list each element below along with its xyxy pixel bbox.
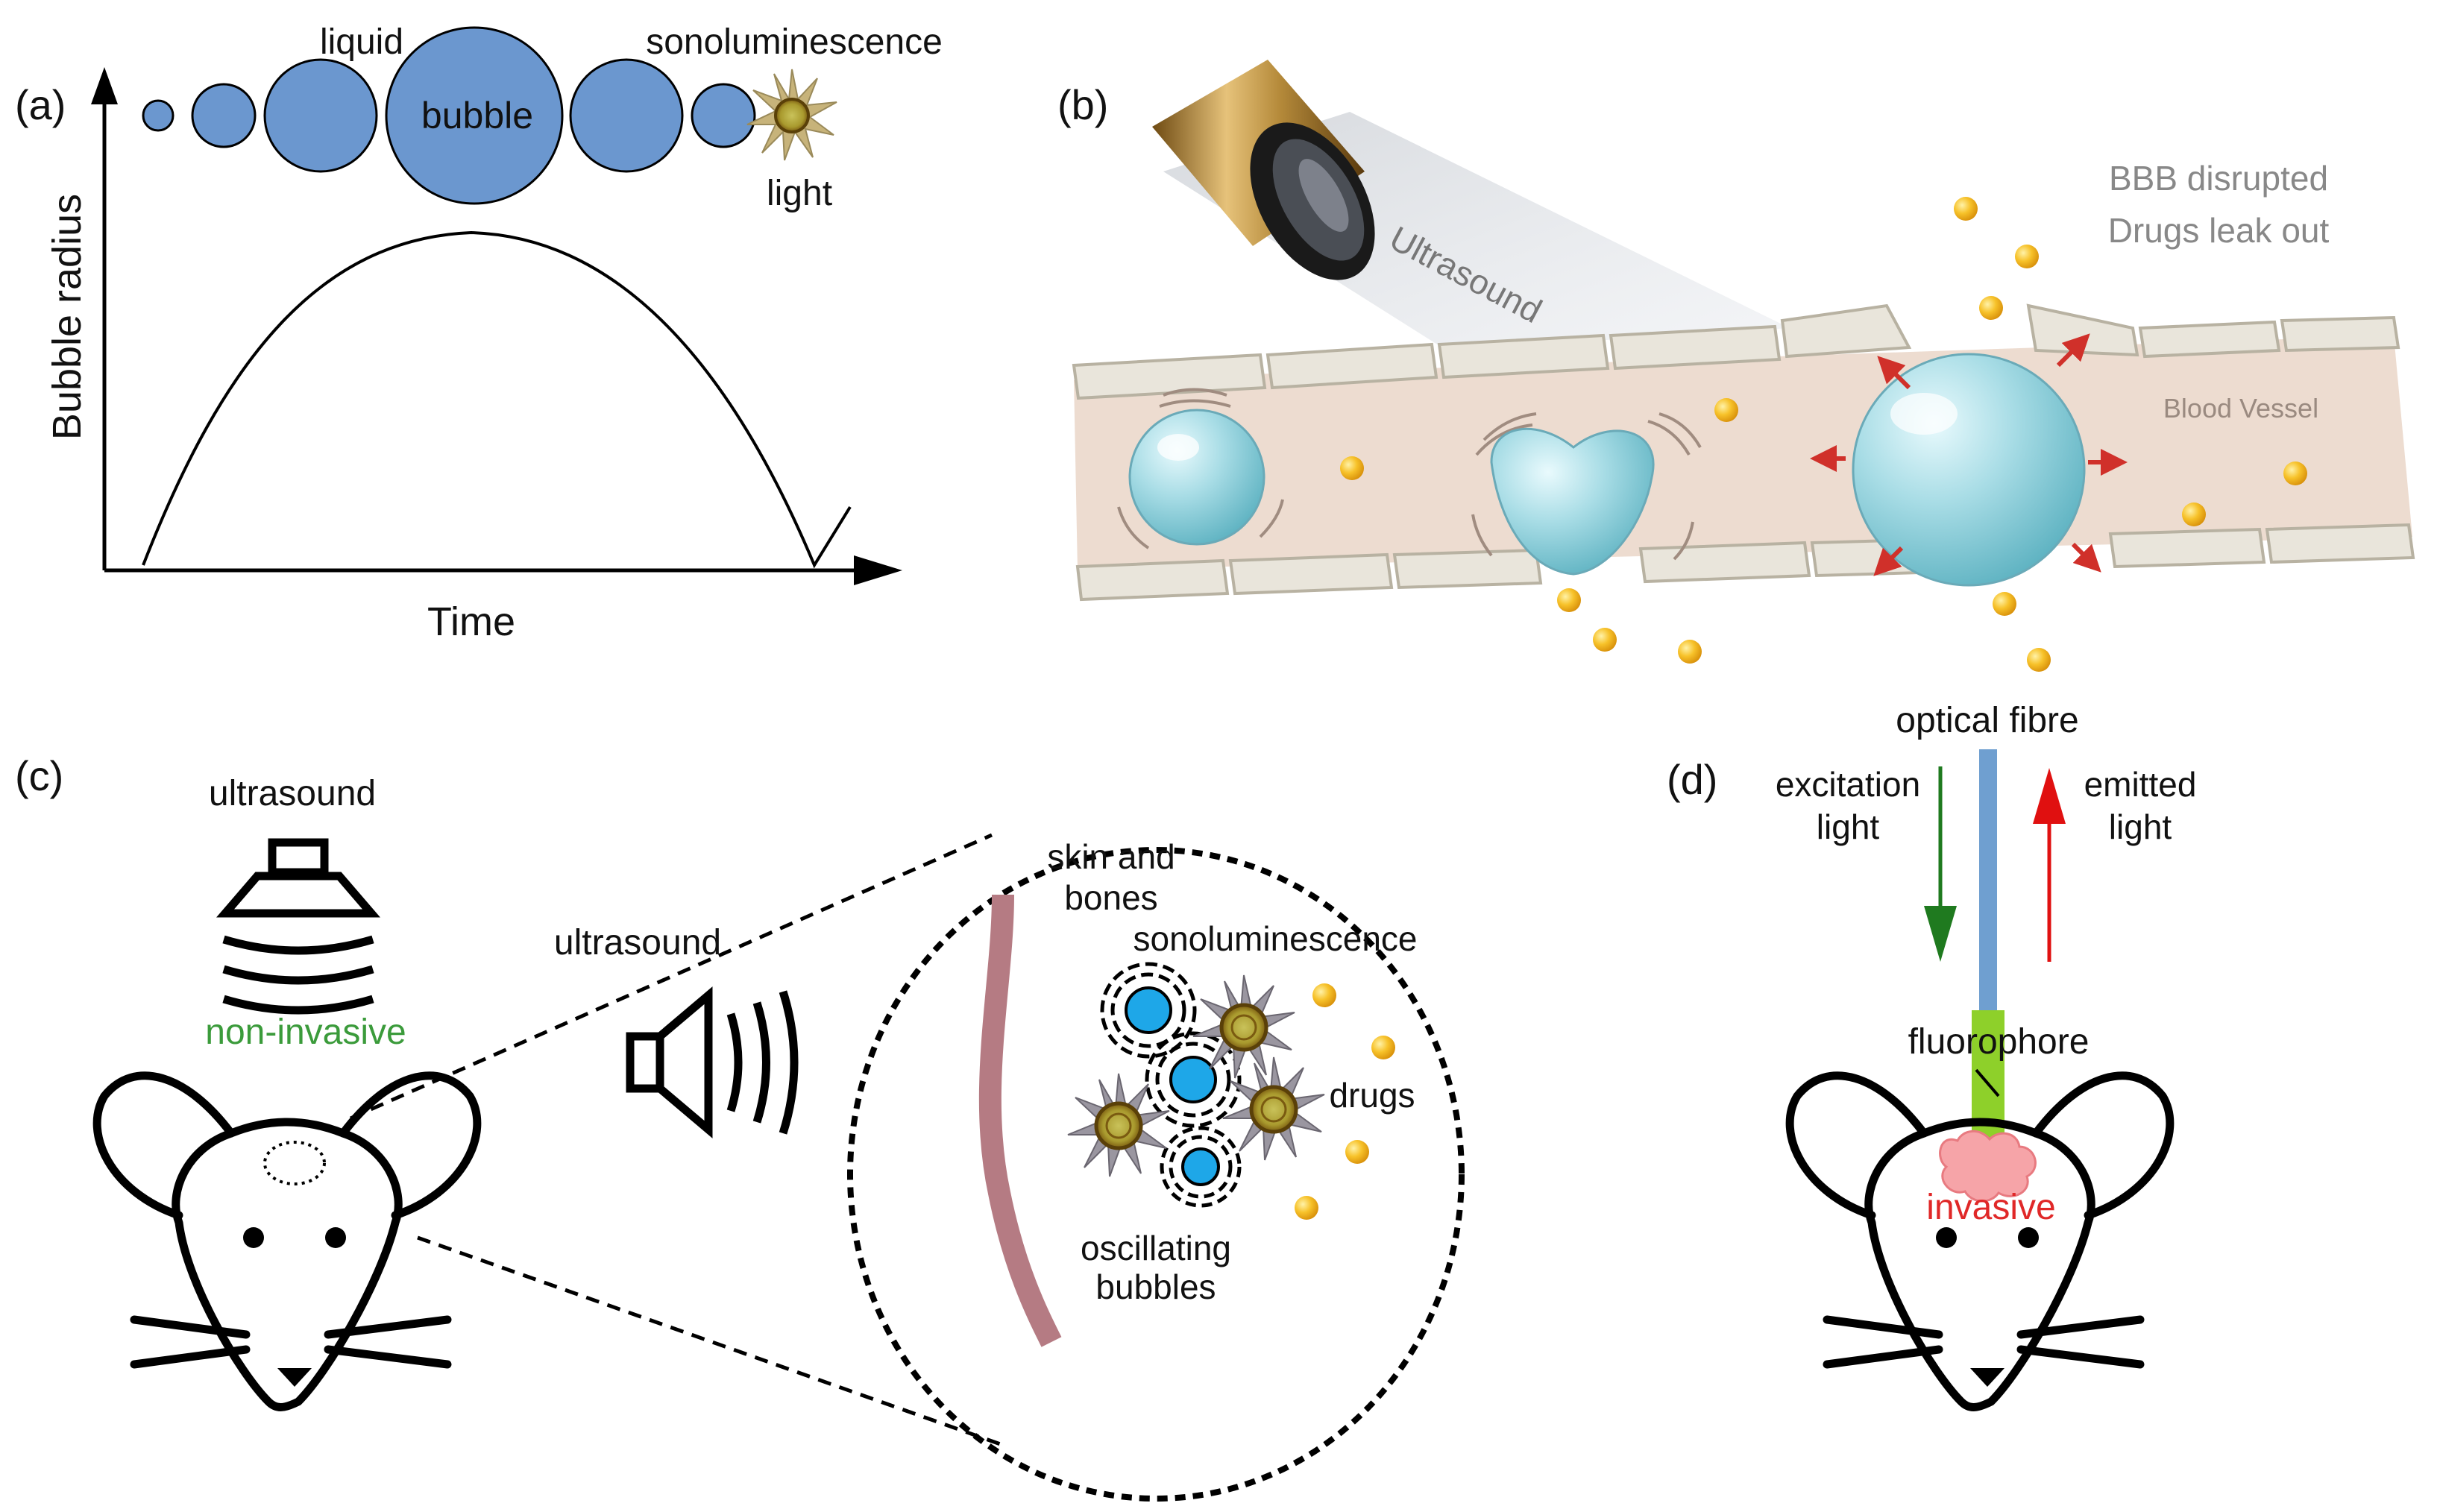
transducer-icon	[1152, 60, 1375, 280]
drugs-leak-label: Drugs leak out	[2108, 211, 2330, 250]
bubble-label: bubble	[421, 95, 533, 136]
panel-c: (c) ultrasound non-invasive ultras	[15, 752, 1465, 1502]
ultrasound-transducer-icon	[216, 838, 380, 1015]
bubble-size-5	[691, 83, 756, 148]
zoom-line-top	[349, 833, 993, 1121]
non-invasive-label: non-invasive	[205, 1012, 406, 1052]
panel-a: (a) liquid bubble sonoluminescence light…	[15, 22, 943, 644]
vessel-top-wall	[1072, 303, 2400, 400]
oscillating-bubbles	[1100, 962, 1242, 1208]
bubble-highlight-large	[1890, 393, 1958, 435]
skin-and-bones-layer	[978, 894, 1062, 1347]
y-axis-label: Bubble radius	[45, 194, 89, 440]
mouse-nose-d	[1970, 1368, 2004, 1387]
excitation-label-line1: excitation	[1776, 765, 1920, 804]
stable-microbubble	[1128, 409, 1265, 546]
brain-region	[1939, 1130, 2037, 1203]
mouse-eye-right-d	[2018, 1227, 2039, 1248]
emitted-label-line2: light	[2109, 807, 2172, 846]
optical-fibre	[1979, 749, 1997, 1010]
drugs-label: drugs	[1329, 1076, 1415, 1115]
emitted-arrowhead-icon	[2033, 768, 2066, 824]
panel-c-label: (c)	[15, 752, 63, 799]
panel-b-label: (b)	[1057, 81, 1108, 128]
skin-label-line1: skin and	[1047, 837, 1175, 876]
ultrasound-top-label: ultrasound	[209, 774, 376, 813]
bubble-size-2	[191, 83, 257, 148]
mouse-eye-left-d	[1936, 1227, 1957, 1248]
sonoluminescence-stars-c	[1067, 974, 1325, 1177]
mouse-head-icon	[92, 1071, 482, 1411]
bubble-highlight	[1157, 434, 1199, 461]
expanded-microbubble	[1852, 353, 2086, 587]
deforming-microbubble	[1490, 427, 1655, 576]
excitation-label-line2: light	[1817, 807, 1880, 846]
ultrasound-side-label: ultrasound	[554, 923, 721, 963]
bubble-size-4	[569, 58, 684, 173]
blood-vessel-label: Blood Vessel	[2163, 393, 2318, 423]
bubble-size-1	[142, 99, 174, 132]
emitted-label-line1: emitted	[2084, 765, 2197, 804]
panel-d-label: (d)	[1667, 756, 1717, 803]
zoom-line-bottom	[417, 1235, 1007, 1449]
mouse-nose	[277, 1368, 312, 1387]
invasive-label: invasive	[1926, 1188, 2055, 1227]
vessel-bottom-wall	[1075, 523, 2415, 602]
liquid-label: liquid	[320, 22, 403, 62]
panel-a-label: (a)	[15, 81, 66, 128]
zoom-circle	[847, 847, 1465, 1502]
sonoluminescence-star-icon	[746, 69, 837, 161]
bubble-size-3	[263, 58, 378, 173]
target-region	[263, 1141, 326, 1185]
panel-d: (d) optical fibre excitation light emitt…	[1667, 701, 2197, 1411]
fluorophore-pointer	[1975, 1068, 2000, 1097]
bbb-disrupted-label: BBB disrupted	[2109, 159, 2328, 198]
oscillating-label-line1: oscillating	[1081, 1229, 1231, 1267]
speaker-icon	[626, 986, 799, 1138]
oscillation-marks	[1117, 388, 1702, 561]
y-axis-arrow-icon	[91, 67, 118, 104]
mouse-eye-right	[325, 1227, 346, 1248]
optical-fibre-label: optical fibre	[1896, 701, 2078, 740]
mouse-head-d-icon	[1785, 1071, 2175, 1411]
x-axis-arrow-icon	[854, 555, 902, 585]
bubble-size-max	[385, 26, 564, 205]
sonoluminescence-c-label: sonoluminescence	[1133, 919, 1417, 958]
x-axis-label: Time	[427, 599, 515, 644]
excitation-arrowhead-icon	[1924, 906, 1957, 962]
skin-label-line2: bones	[1064, 878, 1157, 917]
oscillating-label-line2: bubbles	[1095, 1267, 1216, 1306]
radius-curve	[142, 230, 852, 569]
light-label: light	[767, 174, 832, 213]
blood-vessel	[1074, 336, 2412, 570]
panel-b: (b) Ultrasound	[1057, 60, 2415, 672]
fluorophore-label: fluorophore	[1908, 1022, 2090, 1062]
sonoluminescence-label: sonoluminescence	[646, 22, 943, 62]
mouse-eye-left	[243, 1227, 264, 1248]
expansion-arrows	[1810, 333, 2128, 576]
